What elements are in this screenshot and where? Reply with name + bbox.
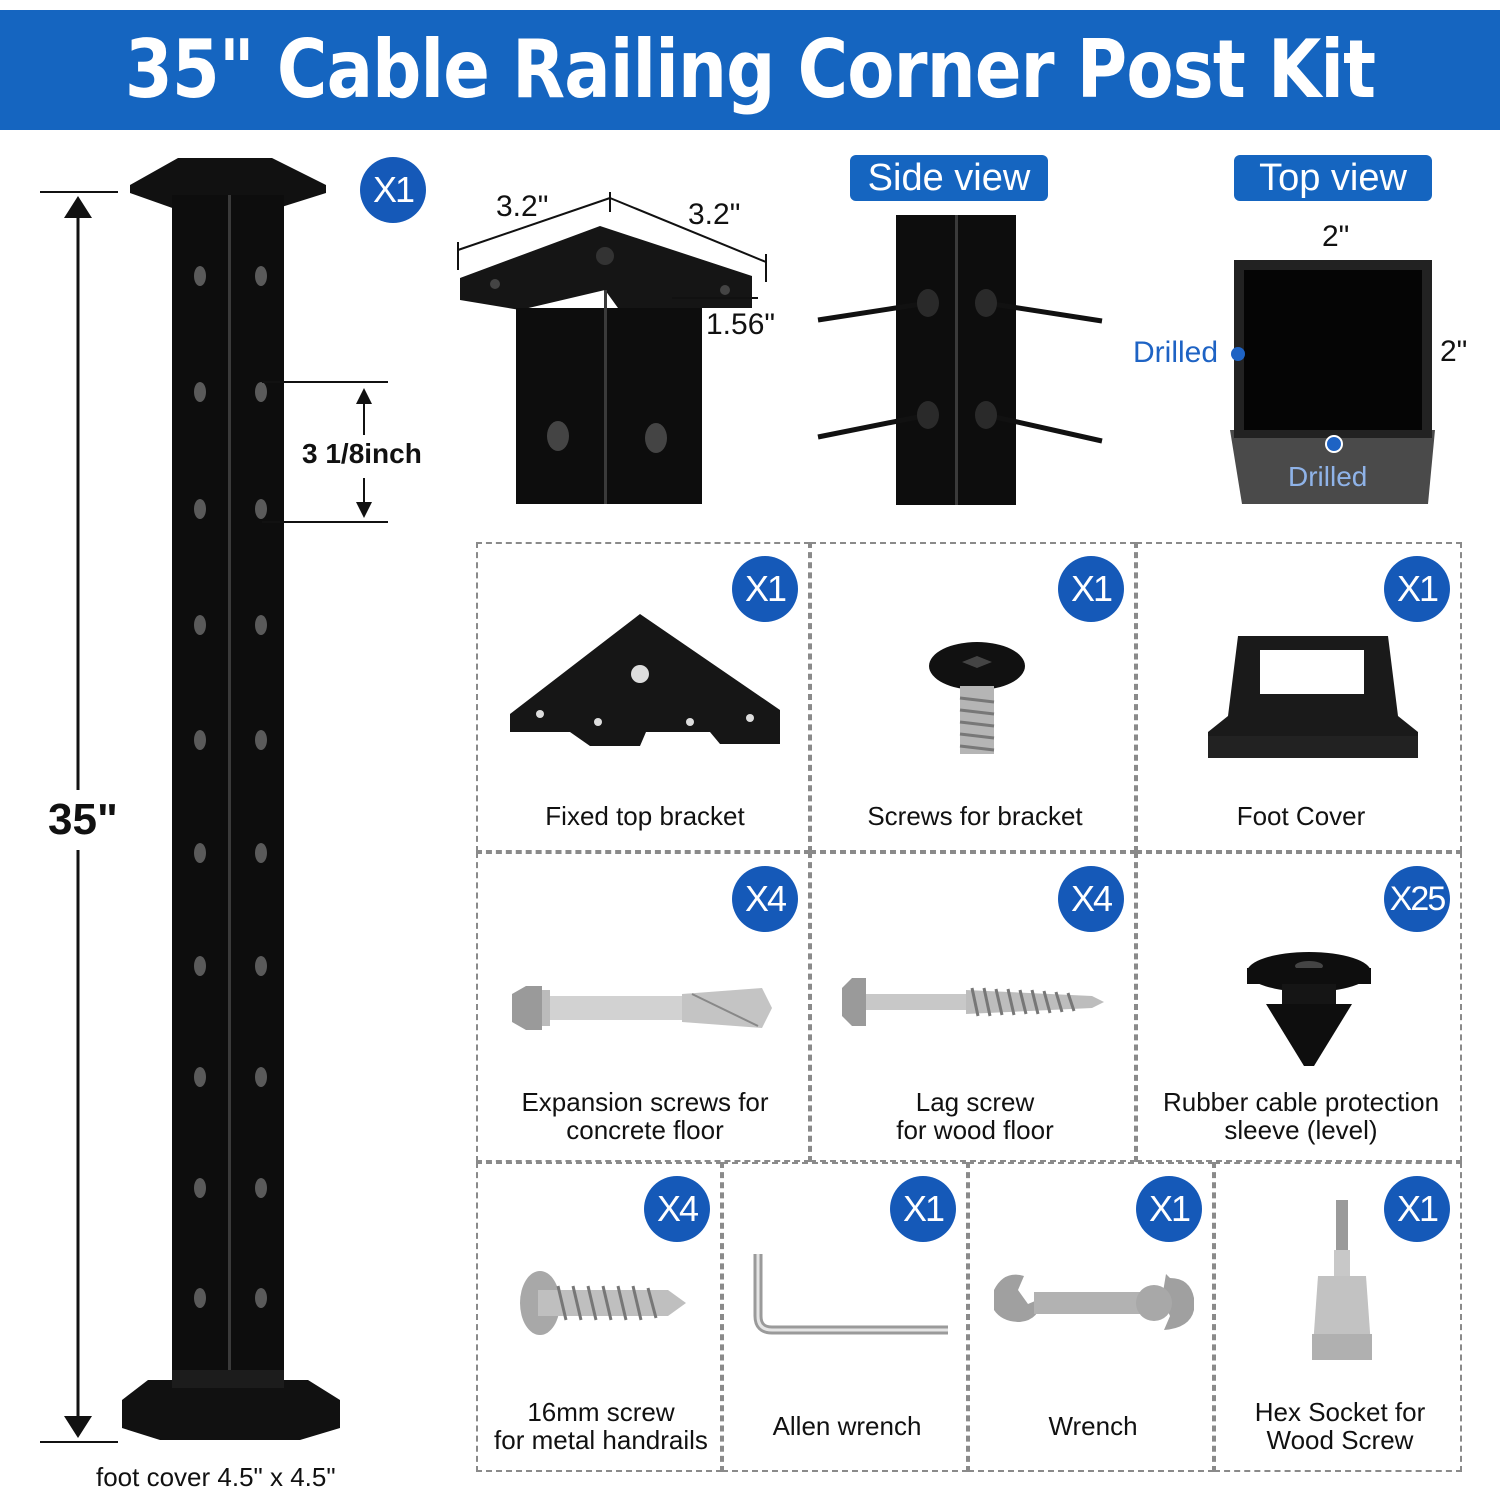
part-quantity-badge: X1 [1058, 556, 1124, 622]
part-quantity-badge: X1 [1136, 1176, 1202, 1242]
bracket-depth: 1.56" [706, 308, 776, 341]
part-quantity-badge: X1 [890, 1176, 956, 1242]
part-label: Wrench [1048, 1411, 1138, 1441]
post-quantity-badge: X1 [360, 157, 426, 223]
top-bracket-detail [457, 192, 767, 504]
part-label: Foot Cover [1236, 801, 1366, 831]
part-quantity-badge: X4 [1058, 866, 1124, 932]
part-label: Allen wrench [772, 1411, 922, 1441]
part-cell: X4 16mm screw for metal handrails [476, 1162, 722, 1472]
hole-spacing-label: 3 1/8inch [302, 438, 422, 469]
part-quantity-badge: X4 [644, 1176, 710, 1242]
part-quantity-badge: X1 [1384, 1176, 1450, 1242]
part-label: 16mm screw for metal handrails [494, 1397, 708, 1455]
part-quantity-badge: X25 [1384, 866, 1450, 932]
top-view-label: Top view [1234, 155, 1432, 201]
part-quantity-badge: X4 [732, 866, 798, 932]
part-label: Lag screw for wood floor [896, 1087, 1054, 1145]
foot-cover-size-label: foot cover 4.5" x 4.5" [96, 1462, 336, 1492]
bracket-width-a: 3.2" [496, 190, 549, 223]
title-banner [0, 10, 1500, 130]
part-quantity-badge: X1 [1384, 556, 1450, 622]
post-height-label: 35" [48, 795, 118, 844]
side-view-label: Side view [850, 155, 1048, 201]
post-illustration [40, 158, 388, 1443]
side-view-illustration [817, 215, 1103, 505]
top-view-height: 2" [1440, 335, 1468, 368]
bracket-width-b: 3.2" [688, 198, 741, 231]
part-label: Expansion screws for concrete floor [521, 1087, 769, 1145]
drilled-bottom-label: Drilled [1288, 461, 1368, 492]
part-label: Rubber cable protection sleeve (level) [1162, 1087, 1440, 1145]
page-title: 35" Cable Railing Corner Post Kit [124, 23, 1376, 116]
part-label: Hex Socket for Wood Screw [1254, 1397, 1426, 1455]
part-label: Fixed top bracket [545, 801, 745, 831]
part-quantity-badge: X1 [732, 556, 798, 622]
drilled-side-label: Drilled [1133, 336, 1219, 369]
part-label: Screws for bracket [867, 801, 1083, 831]
top-view-width: 2" [1322, 220, 1350, 253]
top-view-illustration [1230, 260, 1435, 504]
